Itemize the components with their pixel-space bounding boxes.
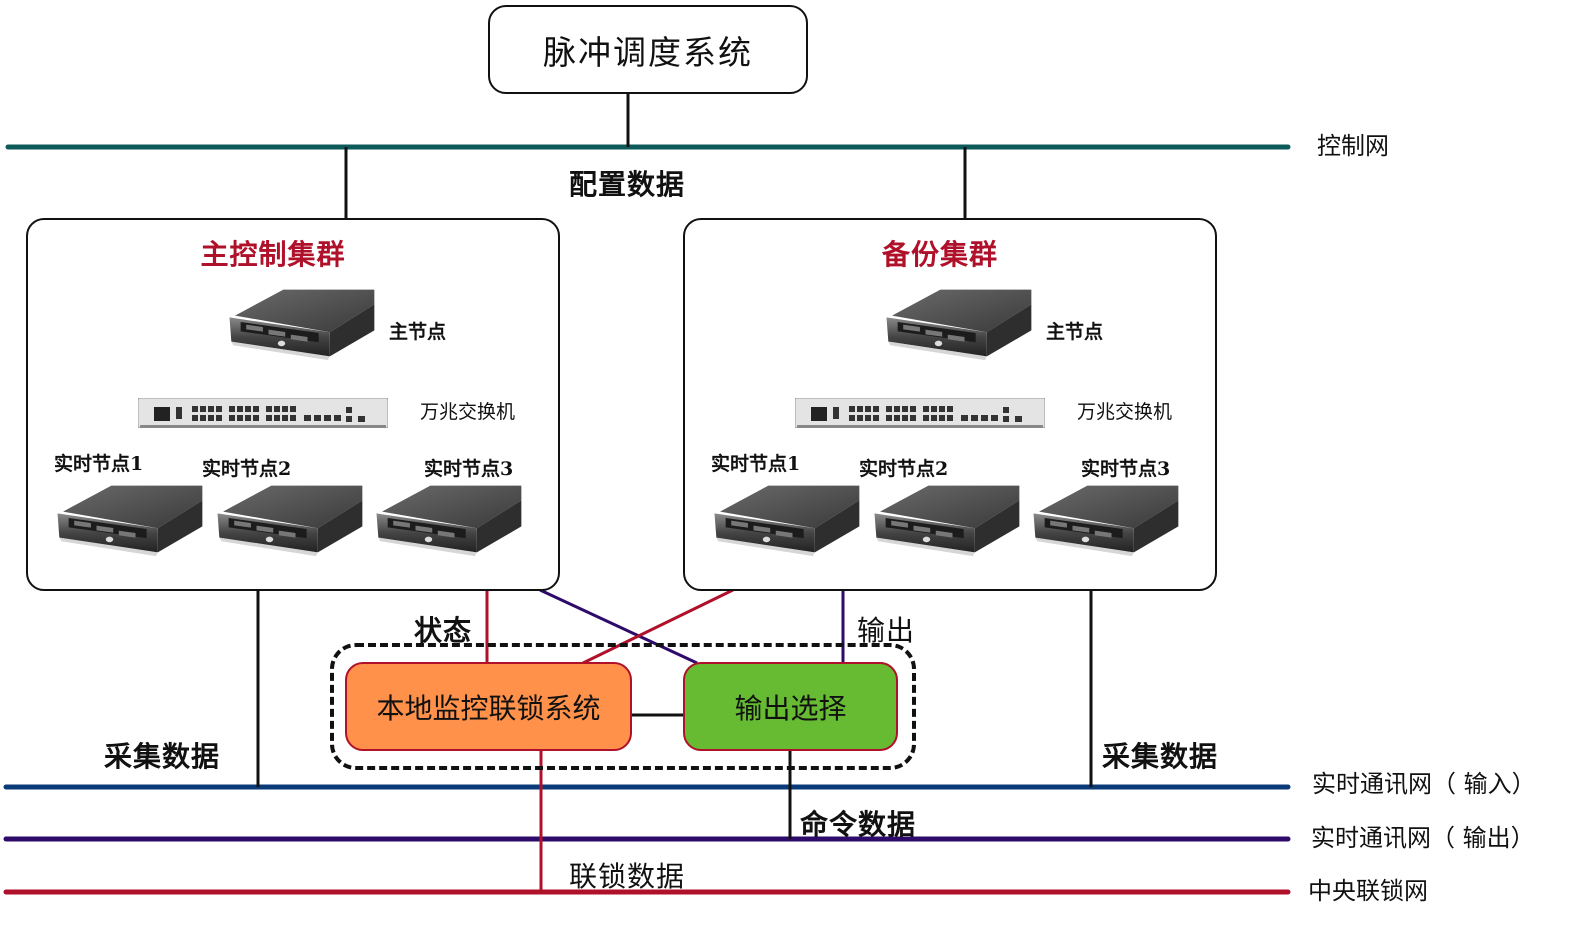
main-node3-label: 实时节点3 <box>424 458 514 480</box>
backup-node1-label: 实时节点1 <box>711 453 801 475</box>
main-cluster-title: 主控制集群 <box>200 238 346 271</box>
main-master-label: 主节点 <box>389 321 447 343</box>
scheduler-title: 脉冲调度系统 <box>543 32 753 72</box>
output-select-system: 输出选择 <box>683 662 898 751</box>
main-switch-label: 万兆交换机 <box>420 401 516 423</box>
main-node3-server-icon <box>376 485 522 557</box>
interlock-network-label: 中央联锁网 <box>1308 877 1428 905</box>
main-node2-server-icon <box>217 485 363 557</box>
output-select-label: 输出选择 <box>734 691 847 725</box>
backup-switch-icon <box>795 398 1045 428</box>
config-data-label: 配置数据 <box>569 168 686 201</box>
main-control-cluster: 主控制集群 主节点 万兆交换机 实时节点1 实时节点2 实时节点3 <box>26 218 560 591</box>
status-label: 状态 <box>414 614 473 647</box>
collect-data-left-label: 采集数据 <box>104 740 221 773</box>
local-control-group <box>330 643 916 770</box>
backup-node3-server-icon <box>1033 485 1179 557</box>
backup-node1-server-icon <box>714 485 860 557</box>
backup-cluster-title: 备份集群 <box>881 238 998 271</box>
control-network-label: 控制网 <box>1317 132 1389 160</box>
command-data-label: 命令数据 <box>800 808 917 841</box>
backup-node3-label: 实时节点3 <box>1081 458 1171 480</box>
local-monitor-interlock-system: 本地监控联锁系统 <box>345 662 632 751</box>
main-node1-server-icon <box>57 485 203 557</box>
main-master-server-icon <box>229 289 375 361</box>
backup-node2-server-icon <box>874 485 1020 557</box>
local-monitor-label: 本地监控联锁系统 <box>376 691 601 725</box>
backup-node2-label: 实时节点2 <box>859 458 949 480</box>
backup-switch-label: 万兆交换机 <box>1077 401 1173 423</box>
main-node2-label: 实时节点2 <box>202 458 292 480</box>
interlock-data-label: 联锁数据 <box>569 860 686 893</box>
main-node1-label: 实时节点1 <box>54 453 144 475</box>
backup-master-server-icon <box>886 289 1032 361</box>
output-label: 输出 <box>857 614 916 647</box>
collect-data-right-label: 采集数据 <box>1102 740 1219 773</box>
realtime-output-network-label: 实时通讯网（ 输出） <box>1311 824 1535 852</box>
backup-to-local-monitor-link <box>582 588 734 665</box>
backup-cluster: 备份集群 主节点 万兆交换机 实时节点1 实时节点2 实时节点3 <box>683 218 1217 591</box>
backup-master-label: 主节点 <box>1046 321 1104 343</box>
realtime-input-network-label: 实时通讯网（ 输入） <box>1312 770 1536 798</box>
main-switch-icon <box>138 398 388 428</box>
main-to-output-select-link <box>539 588 698 665</box>
scheduler-box: 脉冲调度系统 <box>488 5 808 94</box>
